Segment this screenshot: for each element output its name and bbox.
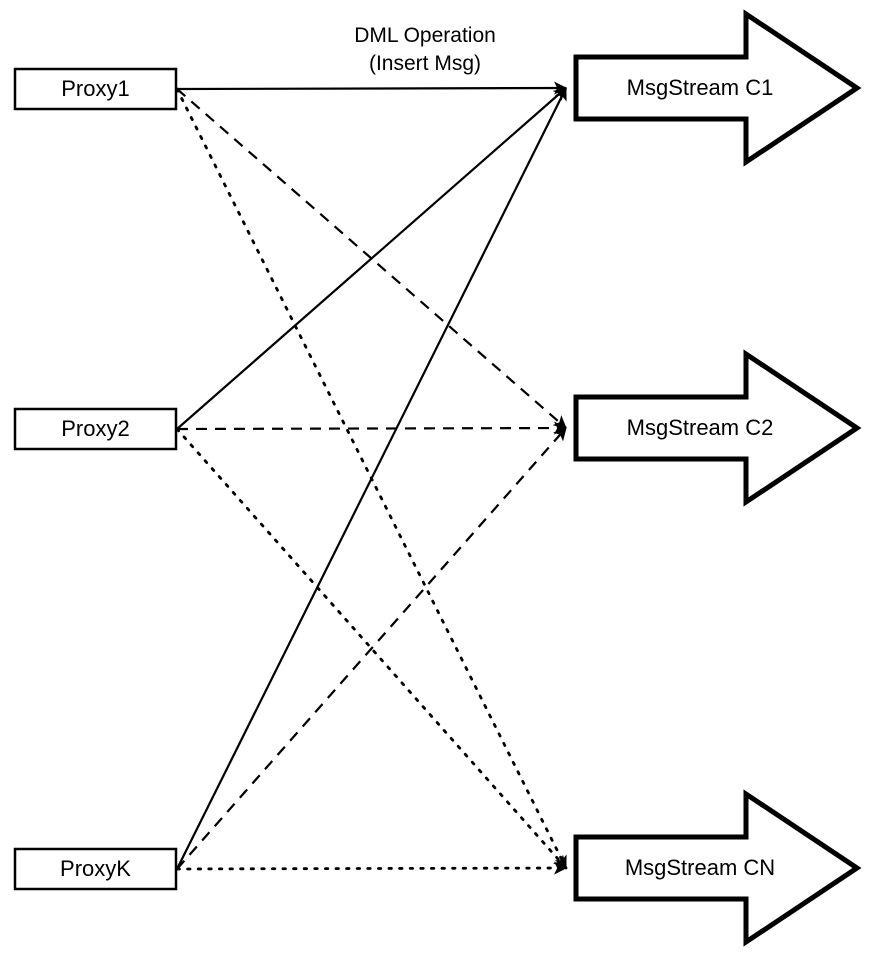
msgstream-group: MsgStream C1 MsgStream C2 MsgStream CN <box>573 9 862 947</box>
link-proxy2-c2[interactable] <box>167 421 567 435</box>
link-proxyK-cn[interactable] <box>167 861 568 875</box>
proxy-node-proxyK[interactable]: ProxyK <box>13 847 178 891</box>
msgstream-label: MsgStream CN <box>625 855 775 880</box>
proxy-label: ProxyK <box>60 856 131 881</box>
dml-operation-label-line1: DML Operation <box>354 24 496 47</box>
block-arrow-icon[interactable] <box>573 349 862 507</box>
connector-group <box>167 78 568 880</box>
msgstream-node-c1[interactable]: MsgStream C1 <box>573 9 862 167</box>
block-arrow-icon[interactable] <box>573 789 862 947</box>
dml-operation-label-line2: (Insert Msg) <box>369 52 481 75</box>
dml-operation-label: DML Operation (Insert Msg) <box>354 24 496 75</box>
link-proxy1-c1[interactable] <box>167 81 567 95</box>
proxy-box[interactable] <box>13 407 178 451</box>
block-arrow-icon[interactable] <box>573 9 862 167</box>
msgstream-label: MsgStream C2 <box>627 415 774 440</box>
msgstream-label: MsgStream C1 <box>627 75 774 100</box>
proxy-node-proxy1[interactable]: Proxy1 <box>13 67 178 111</box>
link-proxyK-c2[interactable] <box>167 427 567 879</box>
proxy-box[interactable] <box>13 67 178 111</box>
proxy-group: Proxy1 Proxy2 ProxyK <box>13 67 178 891</box>
proxy-label: Proxy1 <box>61 76 129 101</box>
proxy-node-proxy2[interactable]: Proxy2 <box>13 407 178 451</box>
proxy-label: Proxy2 <box>61 416 129 441</box>
msgstream-node-c2[interactable]: MsgStream C2 <box>573 349 862 507</box>
msgstream-node-cn[interactable]: MsgStream CN <box>573 789 862 947</box>
proxy-box[interactable] <box>13 847 178 891</box>
